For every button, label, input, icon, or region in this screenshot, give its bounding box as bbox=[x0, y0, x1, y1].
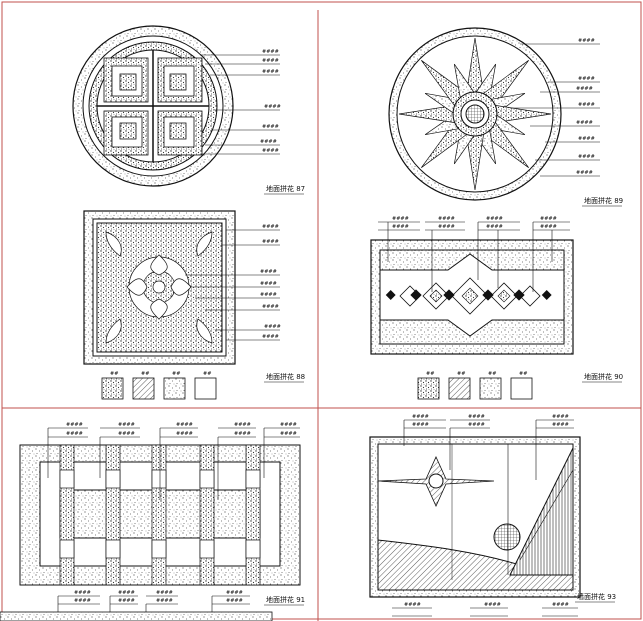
leader-label: #### bbox=[412, 414, 429, 420]
leader-label: #### bbox=[262, 304, 279, 310]
leader-label: #### bbox=[260, 139, 277, 145]
leader-label: #### bbox=[156, 598, 173, 604]
floor-border-90 bbox=[370, 239, 574, 355]
leader-label: #### bbox=[578, 76, 595, 82]
leader-label: #### bbox=[66, 422, 83, 428]
leader-label: #### bbox=[552, 422, 569, 428]
caption-88: 地面拼花 88 bbox=[266, 372, 305, 381]
leader-label: #### bbox=[468, 422, 485, 428]
leaders-89 bbox=[510, 43, 600, 177]
leader-label: #### bbox=[226, 590, 243, 596]
leader-label: #### bbox=[578, 136, 595, 142]
leader-label: #### bbox=[262, 334, 279, 340]
leader-label: #### bbox=[118, 590, 135, 596]
leader-label: #### bbox=[280, 422, 297, 428]
leader-label: #### bbox=[392, 224, 409, 230]
leader-label: #### bbox=[226, 598, 243, 604]
leaders-87 bbox=[200, 54, 280, 155]
leader-label: #### bbox=[552, 602, 569, 608]
swatches-90 bbox=[417, 377, 533, 400]
leader-label: #### bbox=[540, 216, 557, 222]
swatches-88 bbox=[101, 377, 217, 400]
labels-88: #### #### #### #### #### #### #### #### bbox=[260, 224, 281, 340]
swatch-label: ## bbox=[426, 371, 434, 377]
leader-label: #### bbox=[156, 590, 173, 596]
leader-label: #### bbox=[540, 224, 557, 230]
caption-89: 地面拼花 89 bbox=[584, 196, 623, 205]
swatch-label: ## bbox=[172, 371, 180, 377]
leader-label: #### bbox=[486, 224, 503, 230]
leader-label: #### bbox=[262, 69, 279, 75]
leader-label: #### bbox=[118, 598, 135, 604]
floor-medallion-87 bbox=[72, 25, 234, 187]
swatch-labels-90: ## ## ## ## bbox=[426, 371, 527, 377]
caption-91: 地面拼花 91 bbox=[266, 595, 305, 604]
leader-label: #### bbox=[262, 224, 279, 230]
leader-label: #### bbox=[262, 239, 279, 245]
labels-89: #### #### #### #### #### #### #### #### bbox=[576, 38, 595, 176]
leader-label: #### bbox=[260, 292, 277, 298]
caption-90: 地面拼花 90 bbox=[584, 372, 623, 381]
floor-carpet-88 bbox=[83, 210, 236, 365]
labels-91: #### #### #### #### #### #### #### #### … bbox=[66, 422, 297, 604]
leader-label: #### bbox=[264, 104, 281, 110]
leader-label: #### bbox=[576, 170, 593, 176]
caption-87: 地面拼花 87 bbox=[266, 184, 305, 193]
leader-label: #### bbox=[280, 431, 297, 437]
leader-label: #### bbox=[576, 120, 593, 126]
leader-label: #### bbox=[486, 216, 503, 222]
swatch-labels-88: ## ## ## ## bbox=[110, 371, 211, 377]
leader-label: #### bbox=[66, 431, 83, 437]
leaders-88 bbox=[185, 229, 280, 341]
leader-label: #### bbox=[438, 224, 455, 230]
leader-label: #### bbox=[392, 216, 409, 222]
labels-90: #### #### #### #### #### #### #### #### bbox=[392, 216, 557, 230]
floor-grid-91 bbox=[0, 444, 301, 621]
leader-label: #### bbox=[412, 422, 429, 428]
leader-label: #### bbox=[74, 590, 91, 596]
leader-label: #### bbox=[578, 102, 595, 108]
swatch-label: ## bbox=[488, 371, 496, 377]
leader-label: #### bbox=[262, 49, 279, 55]
leader-label: #### bbox=[438, 216, 455, 222]
swatch-label: ## bbox=[141, 371, 149, 377]
leader-label: #### bbox=[260, 269, 277, 275]
floor-compass-89 bbox=[388, 27, 562, 201]
leaders-90 bbox=[378, 221, 570, 292]
leader-label: #### bbox=[484, 602, 501, 608]
leader-label: #### bbox=[578, 154, 595, 160]
leaders-93 bbox=[392, 419, 578, 617]
leader-label: #### bbox=[74, 598, 91, 604]
swatch-label: ## bbox=[110, 371, 118, 377]
leader-label: #### bbox=[262, 148, 279, 154]
leader-label: #### bbox=[118, 431, 135, 437]
swatch-label: ## bbox=[203, 371, 211, 377]
leader-label: #### bbox=[404, 602, 421, 608]
leader-label: #### bbox=[234, 431, 251, 437]
leader-label: #### bbox=[578, 38, 595, 44]
leader-label: #### bbox=[176, 422, 193, 428]
leader-label: #### bbox=[262, 124, 279, 130]
caption-93: 墙面拼花 93 bbox=[577, 592, 616, 601]
swatch-label: ## bbox=[457, 371, 465, 377]
leader-label: #### bbox=[552, 414, 569, 420]
compass-star-rays bbox=[398, 37, 552, 191]
swatch-label: ## bbox=[519, 371, 527, 377]
leaders-91 bbox=[47, 427, 300, 612]
leader-label: #### bbox=[234, 422, 251, 428]
leader-label: #### bbox=[576, 86, 593, 92]
labels-87: #### #### #### #### #### #### #### bbox=[260, 49, 281, 154]
leader-label: #### bbox=[260, 281, 277, 287]
leader-label: #### bbox=[176, 431, 193, 437]
wall-mural-93 bbox=[369, 436, 581, 598]
leader-label: #### bbox=[264, 324, 281, 330]
leader-label: #### bbox=[468, 414, 485, 420]
labels-93: #### #### #### #### #### #### #### #### … bbox=[404, 414, 569, 608]
leader-label: #### bbox=[262, 58, 279, 64]
leader-label: #### bbox=[118, 422, 135, 428]
